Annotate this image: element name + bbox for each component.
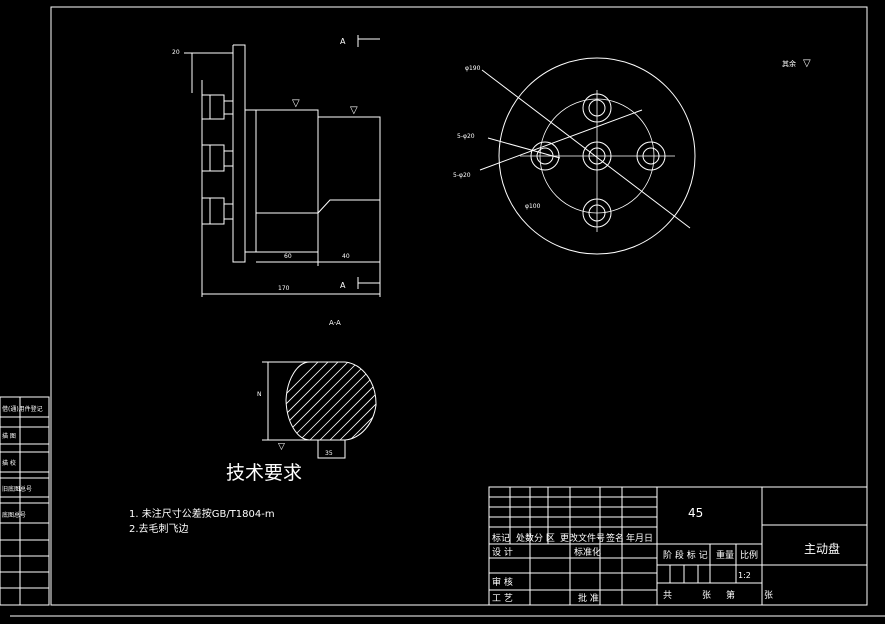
- review-label: 审 核: [492, 576, 513, 588]
- header-sign: 签名: [606, 532, 624, 544]
- sheet-label: 张: [702, 590, 711, 601]
- side-view: 20 60 40 170 ▽ ▽ A A A-A: [172, 35, 381, 327]
- dim-mid-right: 40: [342, 253, 350, 260]
- dim-hole-outer: φ190: [465, 65, 481, 72]
- title-block: 45 主动盘 标记 处数 分 区 更改文件号 签名 年月日 设 计 标准化 审 …: [488, 486, 868, 606]
- drawing-frame: [50, 6, 868, 606]
- total-label: 共: [663, 590, 672, 601]
- roughness-icon-2: ▽: [350, 105, 358, 116]
- dim-pcd: φ100: [525, 203, 541, 210]
- side-row-1: 描 图: [2, 432, 16, 440]
- header-change-doc: 更改文件号: [560, 532, 605, 544]
- standard-label: 标准化: [574, 546, 601, 558]
- side-row-4: 底图总号: [2, 511, 26, 519]
- front-view: φ190 5-φ20 5-φ20 φ100 其余 ▽: [453, 57, 811, 255]
- section-view: N 35 ▽: [257, 361, 377, 459]
- dim-top-small: 20: [172, 49, 180, 56]
- scale-value: 1:2: [738, 571, 751, 580]
- part-name: 主动盘: [804, 541, 840, 556]
- tech-req-item-2: 2.去毛刺飞边: [129, 523, 189, 535]
- dim-key-height: N: [257, 391, 262, 398]
- roughness-icon-4: ▽: [278, 442, 285, 452]
- sheet-label-2: 张: [764, 590, 773, 601]
- tech-req-item-1: 1. 未注尺寸公差按GB/T1804-m: [129, 507, 275, 520]
- view-marker-top: A: [340, 37, 346, 46]
- side-row-3: 旧底图总号: [2, 485, 32, 493]
- weight-label: 重量: [716, 549, 734, 561]
- dim-mid-left: 60: [284, 253, 292, 260]
- stage-label: 阶 段 标 记: [663, 549, 708, 561]
- technical-requirements: 技术要求 1. 未注尺寸公差按GB/T1804-m 2.去毛刺飞边: [129, 462, 302, 535]
- roughness-icon-1: ▽: [292, 98, 300, 109]
- view-marker-bottom: A: [340, 281, 346, 290]
- process-label: 工 艺: [492, 593, 513, 604]
- header-mark: 标记: [492, 532, 510, 544]
- material-label: 45: [688, 506, 703, 520]
- approve-label: 批 准: [578, 592, 599, 604]
- surface-finish-label: 其余: [782, 59, 796, 68]
- design-label: 设 计: [492, 546, 513, 558]
- header-count: 处数: [516, 532, 534, 544]
- dim-overall: 170: [278, 285, 290, 292]
- dim-hole-b: 5-φ20: [453, 172, 471, 179]
- header-date: 年月日: [626, 532, 653, 544]
- roughness-icon-3: ▽: [803, 58, 811, 69]
- side-row-0: 借(通)用件登记: [2, 405, 43, 413]
- header-zone: 分 区: [534, 533, 555, 544]
- num-label: 第: [726, 589, 735, 601]
- side-table: 借(通)用件登记 描 图 描 校 旧底图总号 底图总号: [0, 396, 50, 606]
- side-row-2: 描 校: [2, 459, 16, 467]
- dim-key-width: 35: [325, 450, 333, 457]
- dim-hole-a: 5-φ20: [457, 133, 475, 140]
- section-label: A-A: [329, 319, 341, 327]
- scale-label: 比例: [740, 549, 758, 561]
- tech-req-title: 技术要求: [226, 462, 302, 484]
